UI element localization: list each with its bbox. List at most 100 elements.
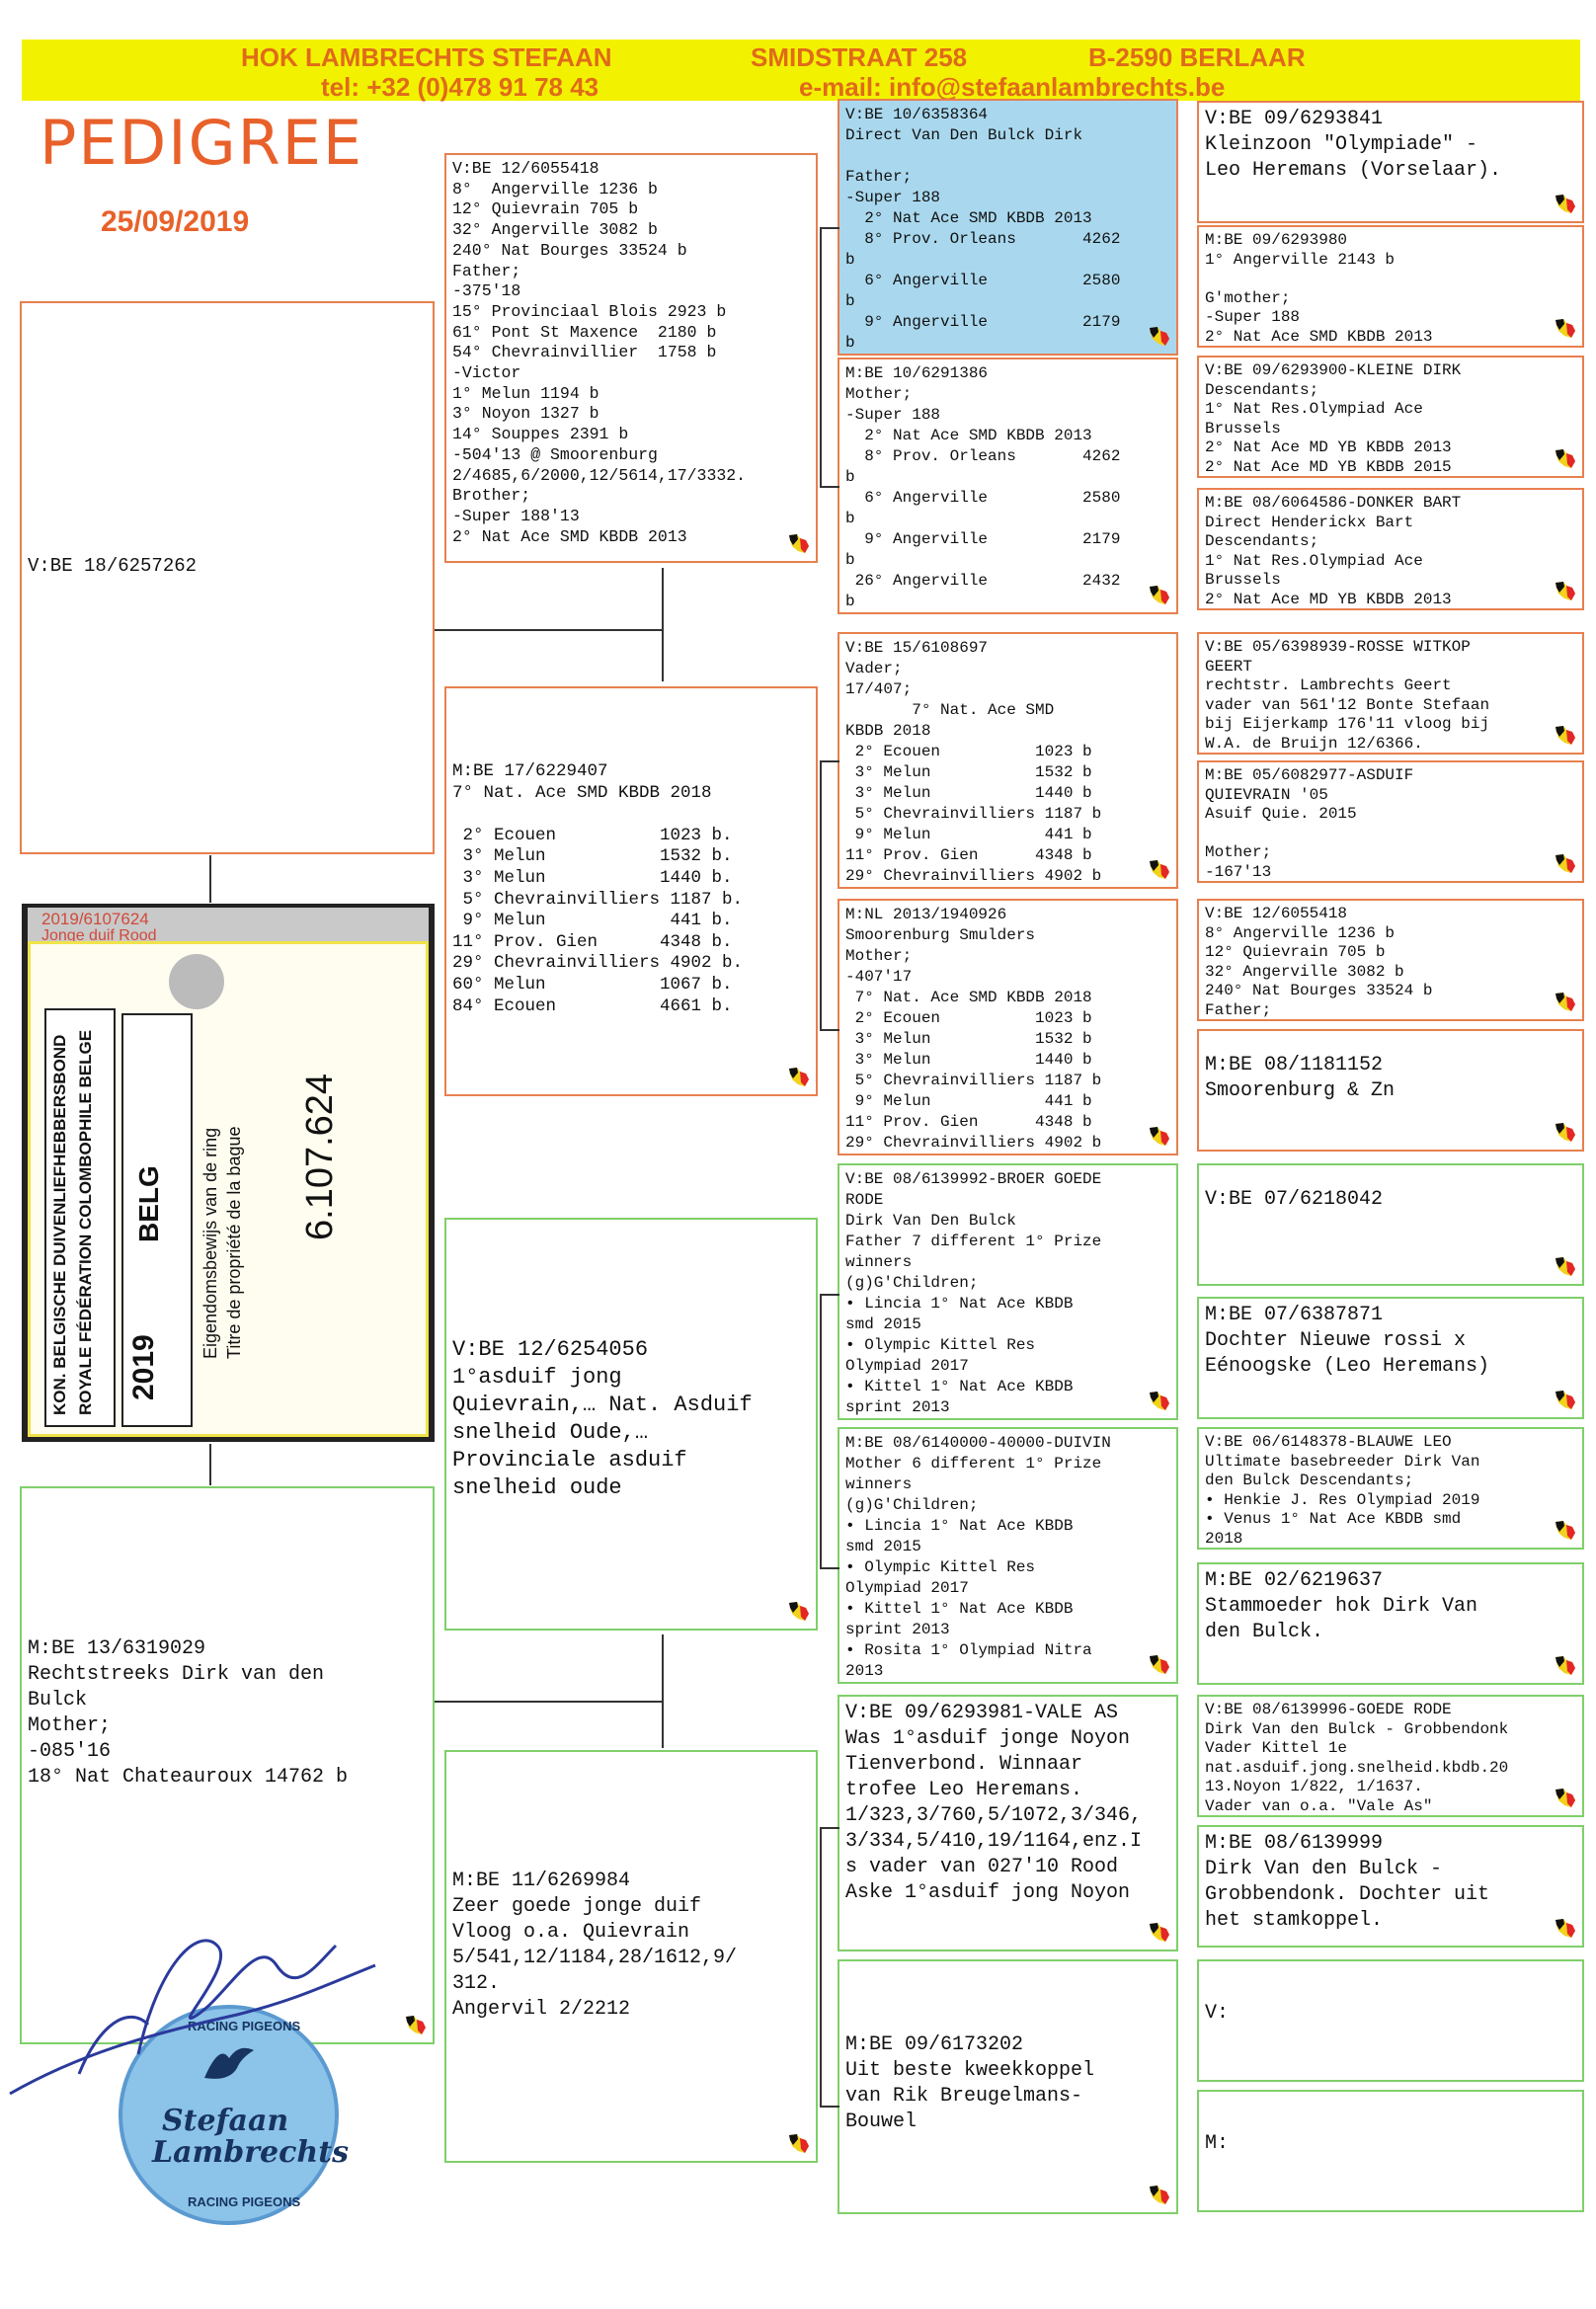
stamp-name-last: Lambrechts	[152, 2135, 349, 2170]
text-line: 8° Prov. Orleans 4262	[845, 447, 1121, 465]
text-line: 2° Nat Ace MD YB KBDB 2013	[1205, 438, 1452, 456]
connector-arrow	[662, 1634, 664, 1748]
belgium-flag-icon	[1553, 192, 1578, 217]
text-line: Angervil 2/2212	[452, 1998, 631, 2021]
text-line: M:BE 05/6082977-ASDUIF	[1205, 766, 1414, 784]
ring-card-number-top: 2019/6107624	[41, 910, 149, 928]
text-line: van Rik Breugelmans-	[845, 2085, 1083, 2108]
text-line: Smoorenburg & Zn	[1205, 1079, 1396, 1102]
belgium-flag-icon	[1553, 1786, 1578, 1811]
text-line: 1° Nat Res.Olympiad Ace	[1205, 400, 1423, 418]
connector-line	[435, 629, 662, 631]
text-line: 2° Ecouen 1023 b.	[452, 825, 733, 845]
text-line: smd 2015	[845, 1538, 921, 1555]
belgium-flag-icon	[1147, 324, 1172, 350]
text-line: 9° Angerville 2179	[845, 313, 1121, 331]
text-line: rechtstr. Lambrechts Geert	[1205, 677, 1452, 694]
belgium-flag-icon	[1553, 316, 1578, 342]
text-line: G'mother;	[1205, 288, 1291, 307]
text-line: s vader van 027'10 Rood	[845, 1856, 1119, 1878]
text-line: 7° Nat. Ace SMD	[845, 701, 1055, 719]
text-line: • Lincia 1° Nat Ace KBDB	[845, 1517, 1074, 1535]
text-line: Father;	[452, 261, 521, 280]
ring-card-number: 6.107.624	[299, 1073, 341, 1240]
text-line: Tienverbond. Winnaar	[845, 1753, 1083, 1776]
text-line: 240° Nat Bourges 33524 b	[1205, 982, 1433, 999]
g4-ancestor-box: V:BE 07/6218042	[1197, 1163, 1584, 1286]
text-line: (g)G'Children;	[845, 1274, 979, 1292]
text-line: M:BE 11/6269984	[452, 1870, 631, 1892]
text-line: V:BE 12/6055418	[1205, 905, 1348, 922]
text-line: Kleinzoon "Olympiade" -	[1205, 133, 1478, 156]
text-line: Mother;	[845, 947, 913, 965]
text-line: 2° Ecouen 1023 b	[845, 743, 1092, 760]
text-line: 9° Melun 441 b	[845, 826, 1092, 843]
text-line: Descendants;	[1205, 380, 1319, 399]
text-line: V:	[1205, 2002, 1230, 2025]
text-line: -085'16	[28, 1740, 112, 1763]
text-line: Grobbendonk. Dochter uit	[1205, 1883, 1490, 1906]
belgium-flag-icon	[786, 531, 812, 557]
text-line: 3° Melun 1440 b	[845, 1051, 1092, 1069]
belgium-flag-icon	[1147, 1652, 1172, 1678]
text-line: Descendants;	[1205, 532, 1319, 550]
text-line: Smoorenburg Smulders	[845, 926, 1036, 944]
text-line: 1° Melun 1194 b	[452, 383, 599, 403]
g4-ancestor-box: V:	[1197, 1959, 1584, 2082]
text-line: 15° Provinciaal Blois 2923 b	[452, 301, 727, 321]
text-line: M:BE 08/6140000-40000-DUIVIN	[845, 1434, 1111, 1452]
text-line: 1° Nat Res.Olympiad Ace	[1205, 551, 1423, 570]
text-line: V:BE 08/6139992-BROER GOEDE	[845, 1170, 1102, 1188]
belgium-flag-icon	[1147, 2183, 1172, 2208]
breeder-city: B-2590 BERLAAR	[1088, 42, 1306, 72]
text-line: Bouwel	[845, 2110, 918, 2133]
text-line: Quievrain,… Nat. Asduif	[452, 1393, 753, 1417]
connector-arrow	[662, 568, 664, 681]
text-line: sprint 2013	[845, 1621, 950, 1638]
breeder-email[interactable]: e-mail: info@stefaanlambrechts.be	[799, 72, 1226, 102]
text-line: Leo Heremans (Vorselaar).	[1205, 159, 1502, 182]
text-line: bij Eijerkamp 176'11 vloog bij	[1205, 715, 1490, 733]
text-line: 312.	[452, 1972, 501, 1995]
text-line: -Super 188	[1205, 308, 1301, 326]
text-line: 2° Nat Ace MD YB KBDB 2013	[1205, 590, 1452, 608]
text-line: b	[845, 593, 855, 610]
text-line: 5° Chevrainvilliers 1187 b.	[452, 889, 744, 910]
text-line: 1° Angerville 2143 b	[1205, 250, 1396, 269]
text-line: 6° Angerville 2580	[845, 272, 1121, 289]
text-line: 240° Nat Bourges 33524 b	[452, 240, 687, 260]
text-line: 2013	[845, 1662, 884, 1680]
text-line: 6° Angerville 2580	[845, 489, 1121, 507]
text-line: Dirk Van den Bulck -	[1205, 1858, 1443, 1880]
text-line: Vader van o.a. "Vale As"	[1205, 1796, 1433, 1815]
text-line: 61° Pont St Maxence 2180 b	[452, 322, 717, 342]
belgium-flag-icon	[1147, 1124, 1172, 1150]
text-line: 32° Angerville 3082 b	[1205, 962, 1404, 981]
text-line: GEERT	[1205, 657, 1253, 676]
text-line: het stamkoppel.	[1205, 1909, 1384, 1932]
text-line: 17/407;	[845, 680, 913, 698]
g4-ancestor-box: M:	[1197, 2090, 1584, 2212]
belgium-flag-icon	[786, 1065, 812, 1090]
text-line: -Super 188'13	[452, 506, 580, 525]
breeder-name: HOK LAMBRECHTS STEFAAN	[241, 42, 612, 72]
text-line: b	[845, 468, 855, 486]
text-line: 2° Nat Ace SMD KBDB 2013	[452, 526, 687, 546]
text-line	[1205, 825, 1576, 844]
breeder-phone: tel: +32 (0)478 91 78 43	[321, 72, 599, 102]
text-line: Vader;	[845, 660, 903, 677]
text-line: 12° Quievrain 705 b	[1205, 943, 1386, 961]
text-line: V:BE 06/6148378-BLAUWE LEO	[1205, 1433, 1452, 1451]
text-line: Uit beste kweekkoppel	[845, 2059, 1095, 2082]
belgium-flag-icon	[1147, 857, 1172, 883]
